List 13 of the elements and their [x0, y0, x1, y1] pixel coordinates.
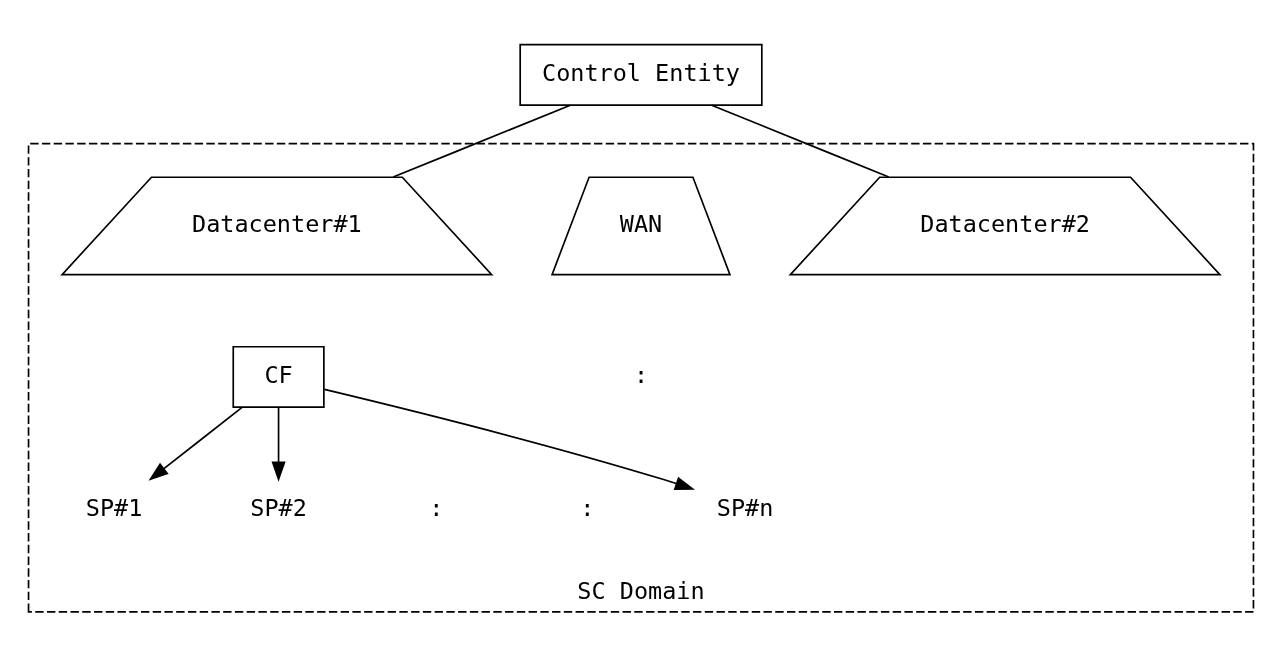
connector	[710, 104, 890, 178]
arrow	[323, 388, 695, 491]
node-text: SP#2	[250, 493, 307, 522]
label: :	[633, 361, 649, 390]
arrow	[271, 406, 286, 482]
label: :	[580, 493, 595, 522]
node-text: SP#n	[716, 493, 774, 522]
node-text: SP#1	[85, 493, 143, 522]
arrow	[148, 406, 243, 481]
connector	[392, 104, 572, 178]
label: :	[429, 493, 444, 522]
node-box: CF	[232, 345, 325, 408]
node-box: Control Entity	[519, 43, 763, 106]
